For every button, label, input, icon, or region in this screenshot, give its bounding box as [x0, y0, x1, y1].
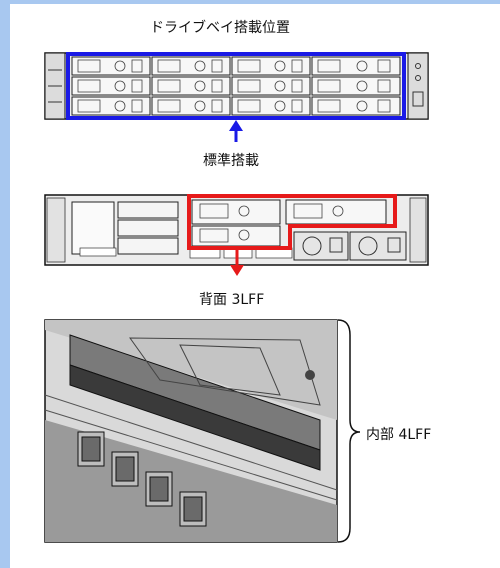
page-title: ドライブベイ搭載位置 — [150, 20, 290, 36]
front-arrow-icon — [229, 120, 243, 142]
internal-brace — [337, 319, 361, 543]
rear-drive-handles — [199, 203, 344, 243]
left-accent-strip — [0, 0, 10, 568]
internal-cage-view — [44, 319, 338, 543]
front-label: 標準搭載 — [203, 153, 259, 169]
rear-psu — [293, 231, 407, 261]
front-highlight-box — [66, 52, 406, 120]
internal-label: 内部 4LFF — [366, 427, 432, 443]
rear-arrow-icon — [230, 250, 244, 276]
top-accent-strip — [0, 0, 500, 4]
rear-label: 背面 3LFF — [199, 292, 265, 308]
front-drive-bays — [71, 56, 401, 116]
rear-highlight-box — [187, 194, 397, 250]
front-drive-handles — [77, 59, 391, 113]
